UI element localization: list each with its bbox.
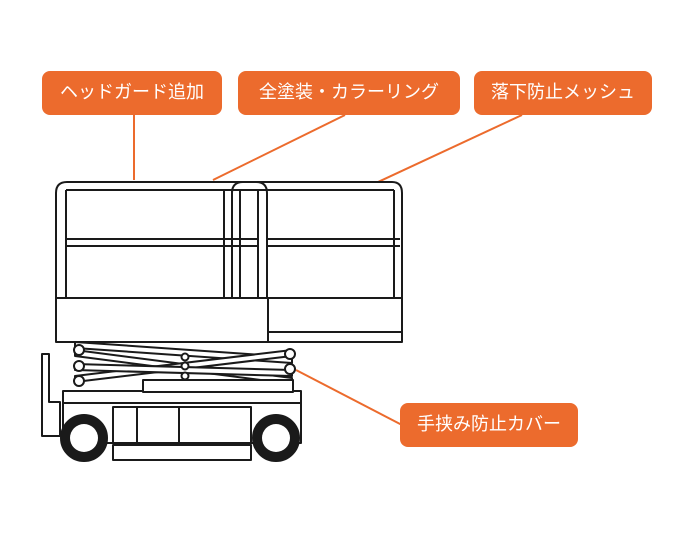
scissor-arms <box>73 341 296 387</box>
front-guardrail <box>55 181 268 298</box>
extension-guardrail <box>231 181 403 298</box>
leader-line-fall-mesh <box>377 114 523 183</box>
callout-head-guard-label: ヘッドガード追加 <box>60 82 204 103</box>
leader-lines <box>133 114 523 426</box>
leader-line-paint <box>212 114 346 181</box>
callout-fall-mesh-label: 落下防止メッシュ <box>491 82 635 103</box>
leader-line-pinch-cover <box>295 369 403 426</box>
callout-fall-mesh: 落下防止メッシュ <box>474 71 652 115</box>
extension-deck <box>264 297 403 343</box>
wheel-rear <box>252 414 300 462</box>
platform-deck <box>55 297 269 343</box>
callout-head-guard: ヘッドガード追加 <box>42 71 222 115</box>
callout-paint-label: 全塗装・カラーリング <box>259 82 439 103</box>
lift-machine <box>41 181 403 462</box>
callout-pinch-cover-label: 手挟み防止カバー <box>417 414 561 435</box>
wheel-front <box>60 414 108 462</box>
callout-pinch-cover: 手挟み防止カバー <box>400 403 578 447</box>
callout-paint: 全塗装・カラーリング <box>238 71 460 115</box>
